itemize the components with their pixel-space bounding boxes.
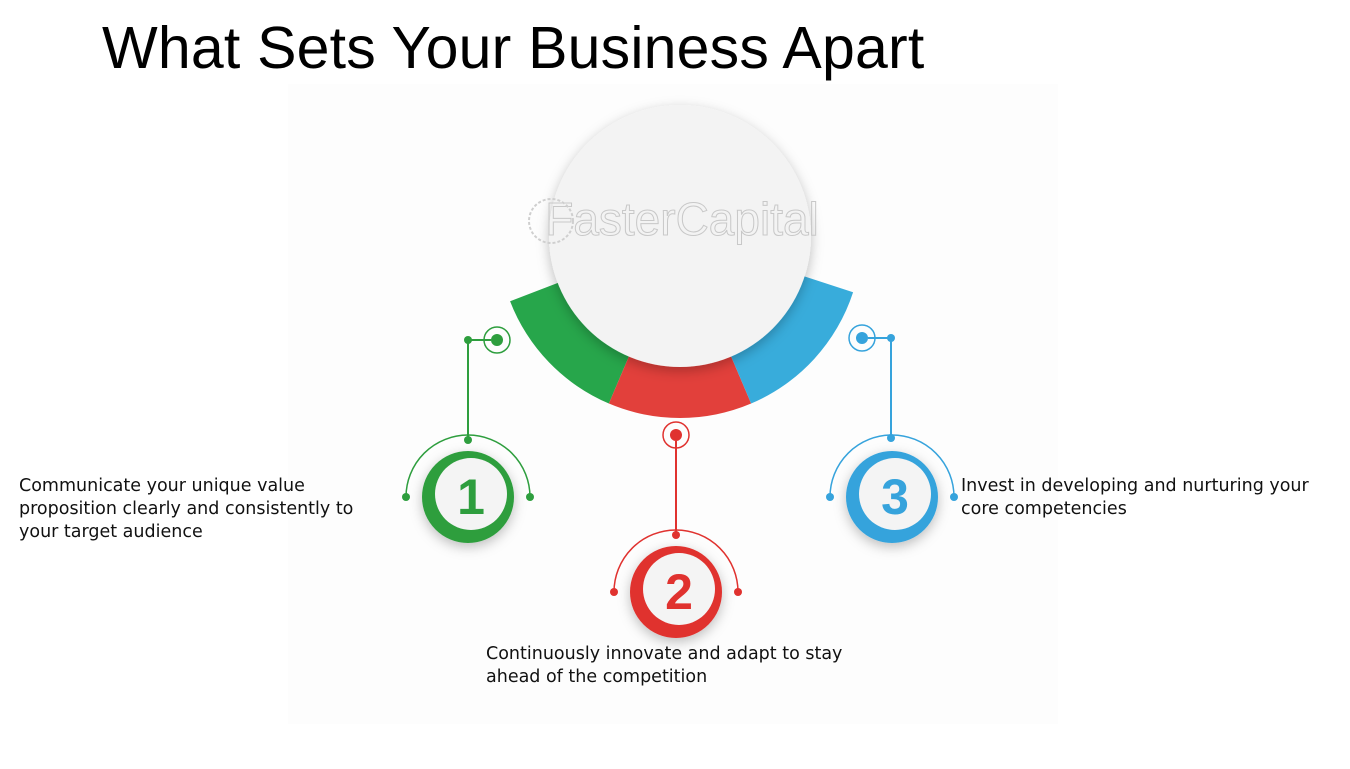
step-3-description: Invest in developing and nurturing your … [961, 476, 1309, 519]
center-circle [549, 105, 811, 367]
badge-face [859, 458, 931, 530]
step-3-number: 3 [881, 469, 909, 525]
arc-segment-red [608, 353, 752, 418]
step-2-number: 2 [665, 564, 693, 620]
step-1-description: Communicate your unique value propositio… [19, 476, 354, 542]
orbit-dot [526, 493, 534, 501]
badge-orbit-arc [613, 529, 739, 593]
orbit-dot [402, 493, 410, 501]
step-2-badge: 2 [610, 529, 742, 638]
step-1-number: 1 [457, 469, 485, 525]
watermark-logo: FasterCapital [545, 193, 819, 245]
badge-orbit-arc [405, 434, 531, 498]
orbit-dot [610, 588, 618, 596]
connector-2 [662, 421, 690, 539]
badge-orbit-arc [829, 434, 955, 498]
step-3-badge: 3 [826, 434, 958, 543]
arc-segment-blue [730, 275, 854, 404]
step-2-description: Continuously innovate and adapt to stay … [486, 644, 843, 687]
step-1-badge: 1 [402, 434, 534, 543]
badge-face [435, 458, 507, 530]
badge-face [643, 553, 715, 625]
arc-segment-green [510, 281, 630, 404]
connector-3 [848, 324, 895, 442]
slide-title: What Sets Your Business Apart [102, 15, 925, 81]
connector-1 [464, 326, 511, 444]
orbit-dot [826, 493, 834, 501]
orbit-dot [734, 588, 742, 596]
watermark-gear-icon [528, 198, 574, 244]
orbit-dot [950, 493, 958, 501]
